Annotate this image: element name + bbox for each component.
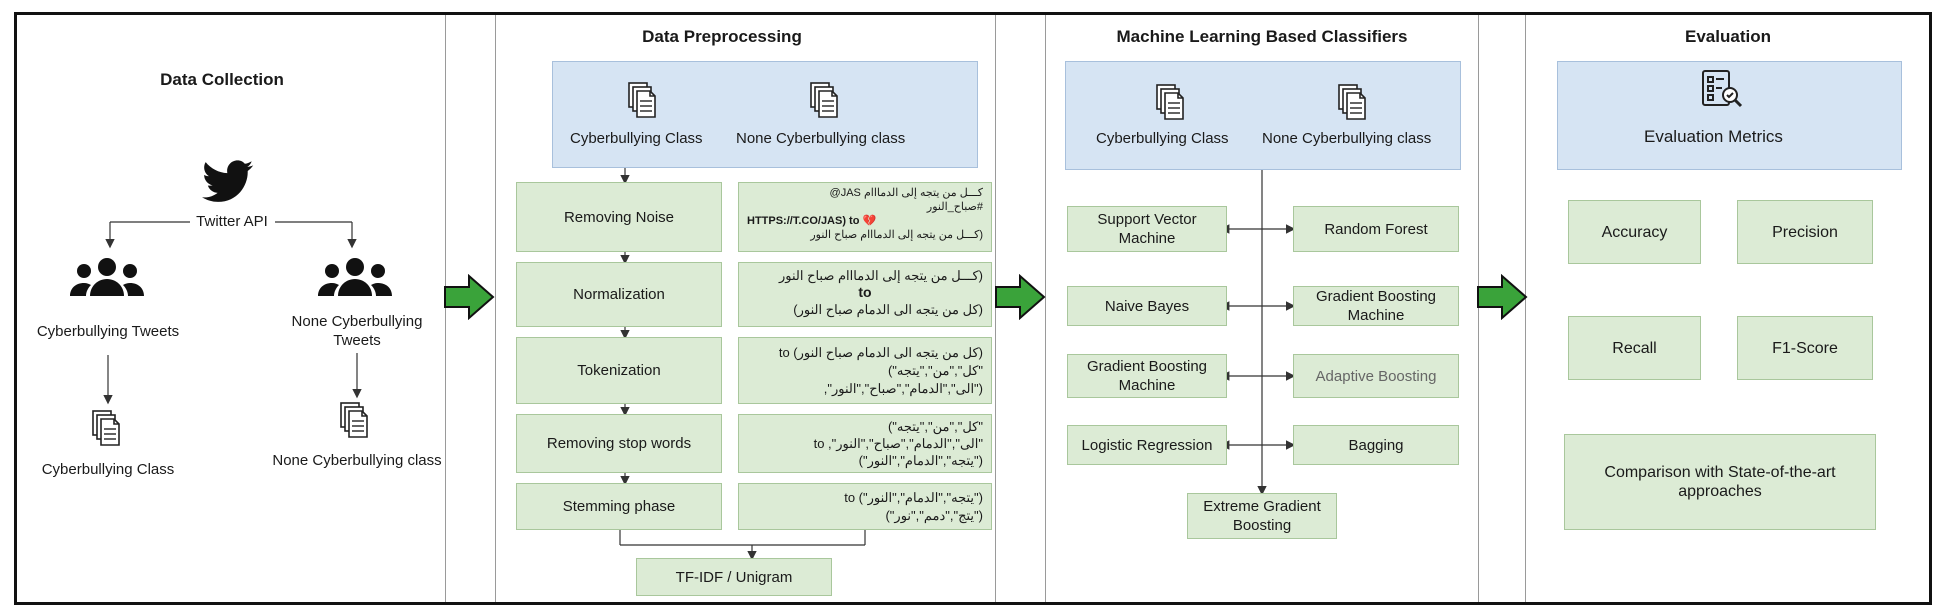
example-normalization: (كـــل من يتجه إلى الدمااام صباح النور t… [738,262,992,327]
ml-none-cyberbullying-class-label: None Cyberbullying class [1262,130,1432,147]
step-removing-stop-words: Removing stop words [516,414,722,473]
section-title-data-preprocessing: Data Preprocessing [642,27,802,46]
ml-class-header [1065,61,1461,170]
none-cyberbullying-tweets-label: None Cyberbullying Tweets [291,313,423,349]
model-logistic-regression: Logistic Regression [1067,425,1227,465]
example-line: (كل من يتجه الى الدمام صباح النور) to [778,345,983,360]
flow-arrow-icon [995,274,1046,320]
example-tokenization: (كل من يتجه الى الدمام صباح النور) to "ك… [738,337,992,404]
example-line: "كل","من","يتجه") [887,363,983,378]
step-tokenization: Tokenization [516,337,722,404]
column-divider [1478,15,1479,602]
evaluation-metrics-label: Evaluation Metrics [1644,127,1783,146]
metric-accuracy: Accuracy [1568,200,1701,264]
section-title-evaluation: Evaluation [1685,27,1771,46]
document-stack-icon [92,410,120,446]
metric-precision: Precision [1737,200,1873,264]
flow-arrow-icon [1477,274,1528,320]
preprocessing-none-cyberbullying-class-label: None Cyberbullying class [736,130,906,147]
none-cyberbullying-class-label: None Cyberbullying class [272,452,442,469]
step-stemming-phase: Stemming phase [516,483,722,530]
twitter-api-label: Twitter API [193,212,271,231]
column-divider [495,15,496,602]
preprocessing-cyberbullying-class-label: Cyberbullying Class [570,130,703,147]
checklist-magnifier-icon [1702,70,1743,108]
example-line: ("يتجه","الدمام","النور") [858,453,983,468]
column-divider [445,15,446,602]
model-support-vector-machine: Support Vector Machine [1067,206,1227,252]
users-group-icon [318,258,392,296]
example-line: ("يتجه","الدمام","النور") to [844,490,983,505]
step-normalization: Normalization [516,262,722,327]
example-line: (كـــل من يتجه إلى الدمااام صباح النور [778,268,983,283]
document-stack-icon [1156,84,1184,120]
cyberbullying-class-label: Cyberbullying Class [41,461,175,478]
example-removing-stop-words: "كل","من","يتجه") "الى","الدمام","صباح",… [738,414,992,473]
document-stack-icon [628,82,656,118]
column-divider [995,15,996,602]
users-group-icon [70,258,144,296]
tfidf-unigram-box: TF-IDF / Unigram [636,558,832,596]
ml-cyberbullying-class-label: Cyberbullying Class [1096,130,1229,147]
model-gradient-boosting-machine-left: Gradient Boosting Machine [1067,354,1227,398]
comparison-state-of-the-art-box: Comparison with State-of-the-art approac… [1564,434,1876,530]
example-line: #صباح_النور [926,201,983,213]
model-random-forest: Random Forest [1293,206,1459,252]
section-title-data-collection: Data Collection [160,70,284,89]
example-line: "كل","من","يتجه") [887,419,983,434]
example-line: (كـــل من يتجه إلى الدمااام صباح النور [810,229,983,241]
document-stack-icon [1338,84,1366,120]
step-removing-noise: Removing Noise [516,182,722,252]
document-stack-icon [810,82,838,118]
twitter-bird-icon [202,160,254,202]
example-line: to [858,284,872,300]
document-stack-icon [340,402,368,438]
section-title-ml-classifiers: Machine Learning Based Classifiers [1116,27,1408,46]
example-line: "الى","الدمام","صباح","النور", to [813,436,983,451]
column-divider [1045,15,1046,602]
example-line: كـــل من يتجه إلى الدمااام JAS@ [829,187,983,199]
flow-arrow-icon [444,274,495,320]
example-line: HTTPS://T.CO/JAS) to 💔 [747,215,877,227]
model-gradient-boosting-machine-right: Gradient Boosting Machine [1293,286,1459,326]
example-line: ("يتج","دمم","نور") [885,508,983,523]
example-line: ("الى","الدمام","صباح","النور", [823,381,983,396]
model-extreme-gradient-boosting: Extreme Gradient Boosting [1187,493,1337,539]
model-adaptive-boosting: Adaptive Boosting [1293,354,1459,398]
metric-recall: Recall [1568,316,1701,380]
metric-f1-score: F1-Score [1737,316,1873,380]
column-divider [1525,15,1526,602]
preprocessing-class-header [552,61,978,168]
model-bagging: Bagging [1293,425,1459,465]
model-naive-bayes: Naive Bayes [1067,286,1227,326]
example-removing-noise: كـــل من يتجه إلى الدمااام JAS@ #صباح_ال… [738,182,992,252]
example-stemming-phase: ("يتجه","الدمام","النور") to ("يتج","دمم… [738,483,992,530]
example-line: (كل من يتجه الى الدمام صباح النور) [793,302,983,317]
cyberbullying-tweets-label: Cyberbullying Tweets [36,323,180,340]
